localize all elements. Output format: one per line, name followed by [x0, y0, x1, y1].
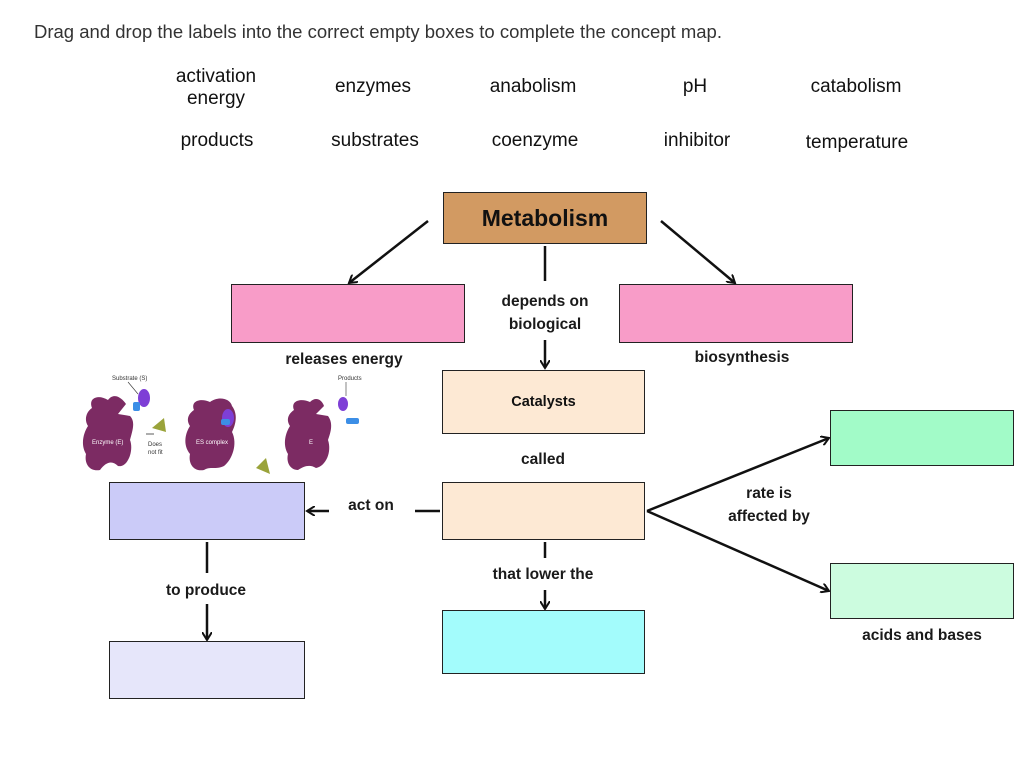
inhibitor-shape [152, 418, 166, 432]
link-to-produce: to produce [165, 582, 247, 599]
does-not-fit-caption-line2: not fit [148, 450, 163, 456]
drop-box-produce[interactable] [109, 641, 305, 699]
label-coenzyme[interactable]: coenzyme [491, 130, 579, 151]
link-rate-is: rate is affected by [707, 482, 831, 528]
substrate-caption: Substrate (S) [112, 376, 147, 382]
substrate-shape [138, 389, 150, 407]
drop-box-left-pink[interactable] [231, 284, 465, 343]
arrow-rate-bottom [646, 509, 829, 591]
drop-box-rate-top[interactable] [830, 410, 1014, 466]
label-ph[interactable]: pH [682, 76, 708, 97]
label-temperature[interactable]: temperature [805, 132, 909, 153]
label-enzymes[interactable]: enzymes [334, 76, 412, 97]
label-products[interactable]: products [180, 130, 254, 151]
drop-box-right-pink[interactable] [619, 284, 853, 343]
link-acids-and-bases: acids and bases [862, 627, 982, 644]
catalysts-box: Catalysts [442, 370, 645, 434]
e-caption: E [309, 440, 313, 446]
drop-box-lower-the[interactable] [442, 610, 645, 674]
drop-box-rate-bottom[interactable] [830, 563, 1014, 619]
arrow-metabolism-to-left [349, 220, 429, 283]
enzyme-caption: Enzyme (E) [92, 440, 123, 446]
does-not-fit-caption-line1: Does [148, 442, 162, 448]
link-called: called [521, 451, 565, 468]
link-depends-on-line1: depends on [501, 293, 589, 310]
link-rate-is-line2: affected by [728, 508, 810, 525]
label-anabolism[interactable]: anabolism [489, 76, 577, 97]
label-catabolism[interactable]: catabolism [810, 76, 902, 97]
link-depends-on-line2: biological [508, 316, 582, 333]
es-substrate-tab [221, 419, 230, 425]
products-caption: Products [338, 376, 362, 382]
substrate-tab [133, 402, 140, 411]
label-inhibitor[interactable]: inhibitor [663, 130, 731, 151]
enzyme-shape-3 [284, 399, 332, 470]
inhibitor-shape-2 [256, 458, 270, 474]
instruction-text: Drag and drop the labels into the correc… [34, 21, 722, 42]
link-releases-energy: releases energy [285, 351, 403, 368]
link-biosynthesis: biosynthesis [694, 349, 790, 366]
link-rate-is-line1: rate is [746, 485, 792, 502]
enzyme-shape-1 [82, 396, 134, 471]
drop-box-act-on[interactable] [109, 482, 305, 540]
drop-box-called[interactable] [442, 482, 645, 540]
label-substrates[interactable]: substrates [331, 130, 419, 151]
label-activation-energy-line1: activation [175, 66, 257, 87]
link-that-lower-the: that lower the [492, 566, 594, 583]
es-complex-caption: ES complex [196, 440, 228, 446]
product-shape-b [346, 418, 359, 424]
link-depends-on: depends on biological [480, 290, 610, 336]
metabolism-box: Metabolism [443, 192, 647, 244]
enzyme-substrate-illustration: Substrate (S) Products Enzyme (E) ES com… [82, 376, 362, 474]
label-activation-energy-line2: energy [186, 88, 246, 109]
product-shape-a [338, 397, 348, 411]
arrow-metabolism-to-right [660, 220, 735, 283]
label-activation-energy[interactable]: activation energy [146, 66, 286, 110]
substrate-leader [127, 381, 139, 395]
link-act-on: act on [348, 497, 394, 514]
arrow-rate-top [646, 438, 829, 513]
